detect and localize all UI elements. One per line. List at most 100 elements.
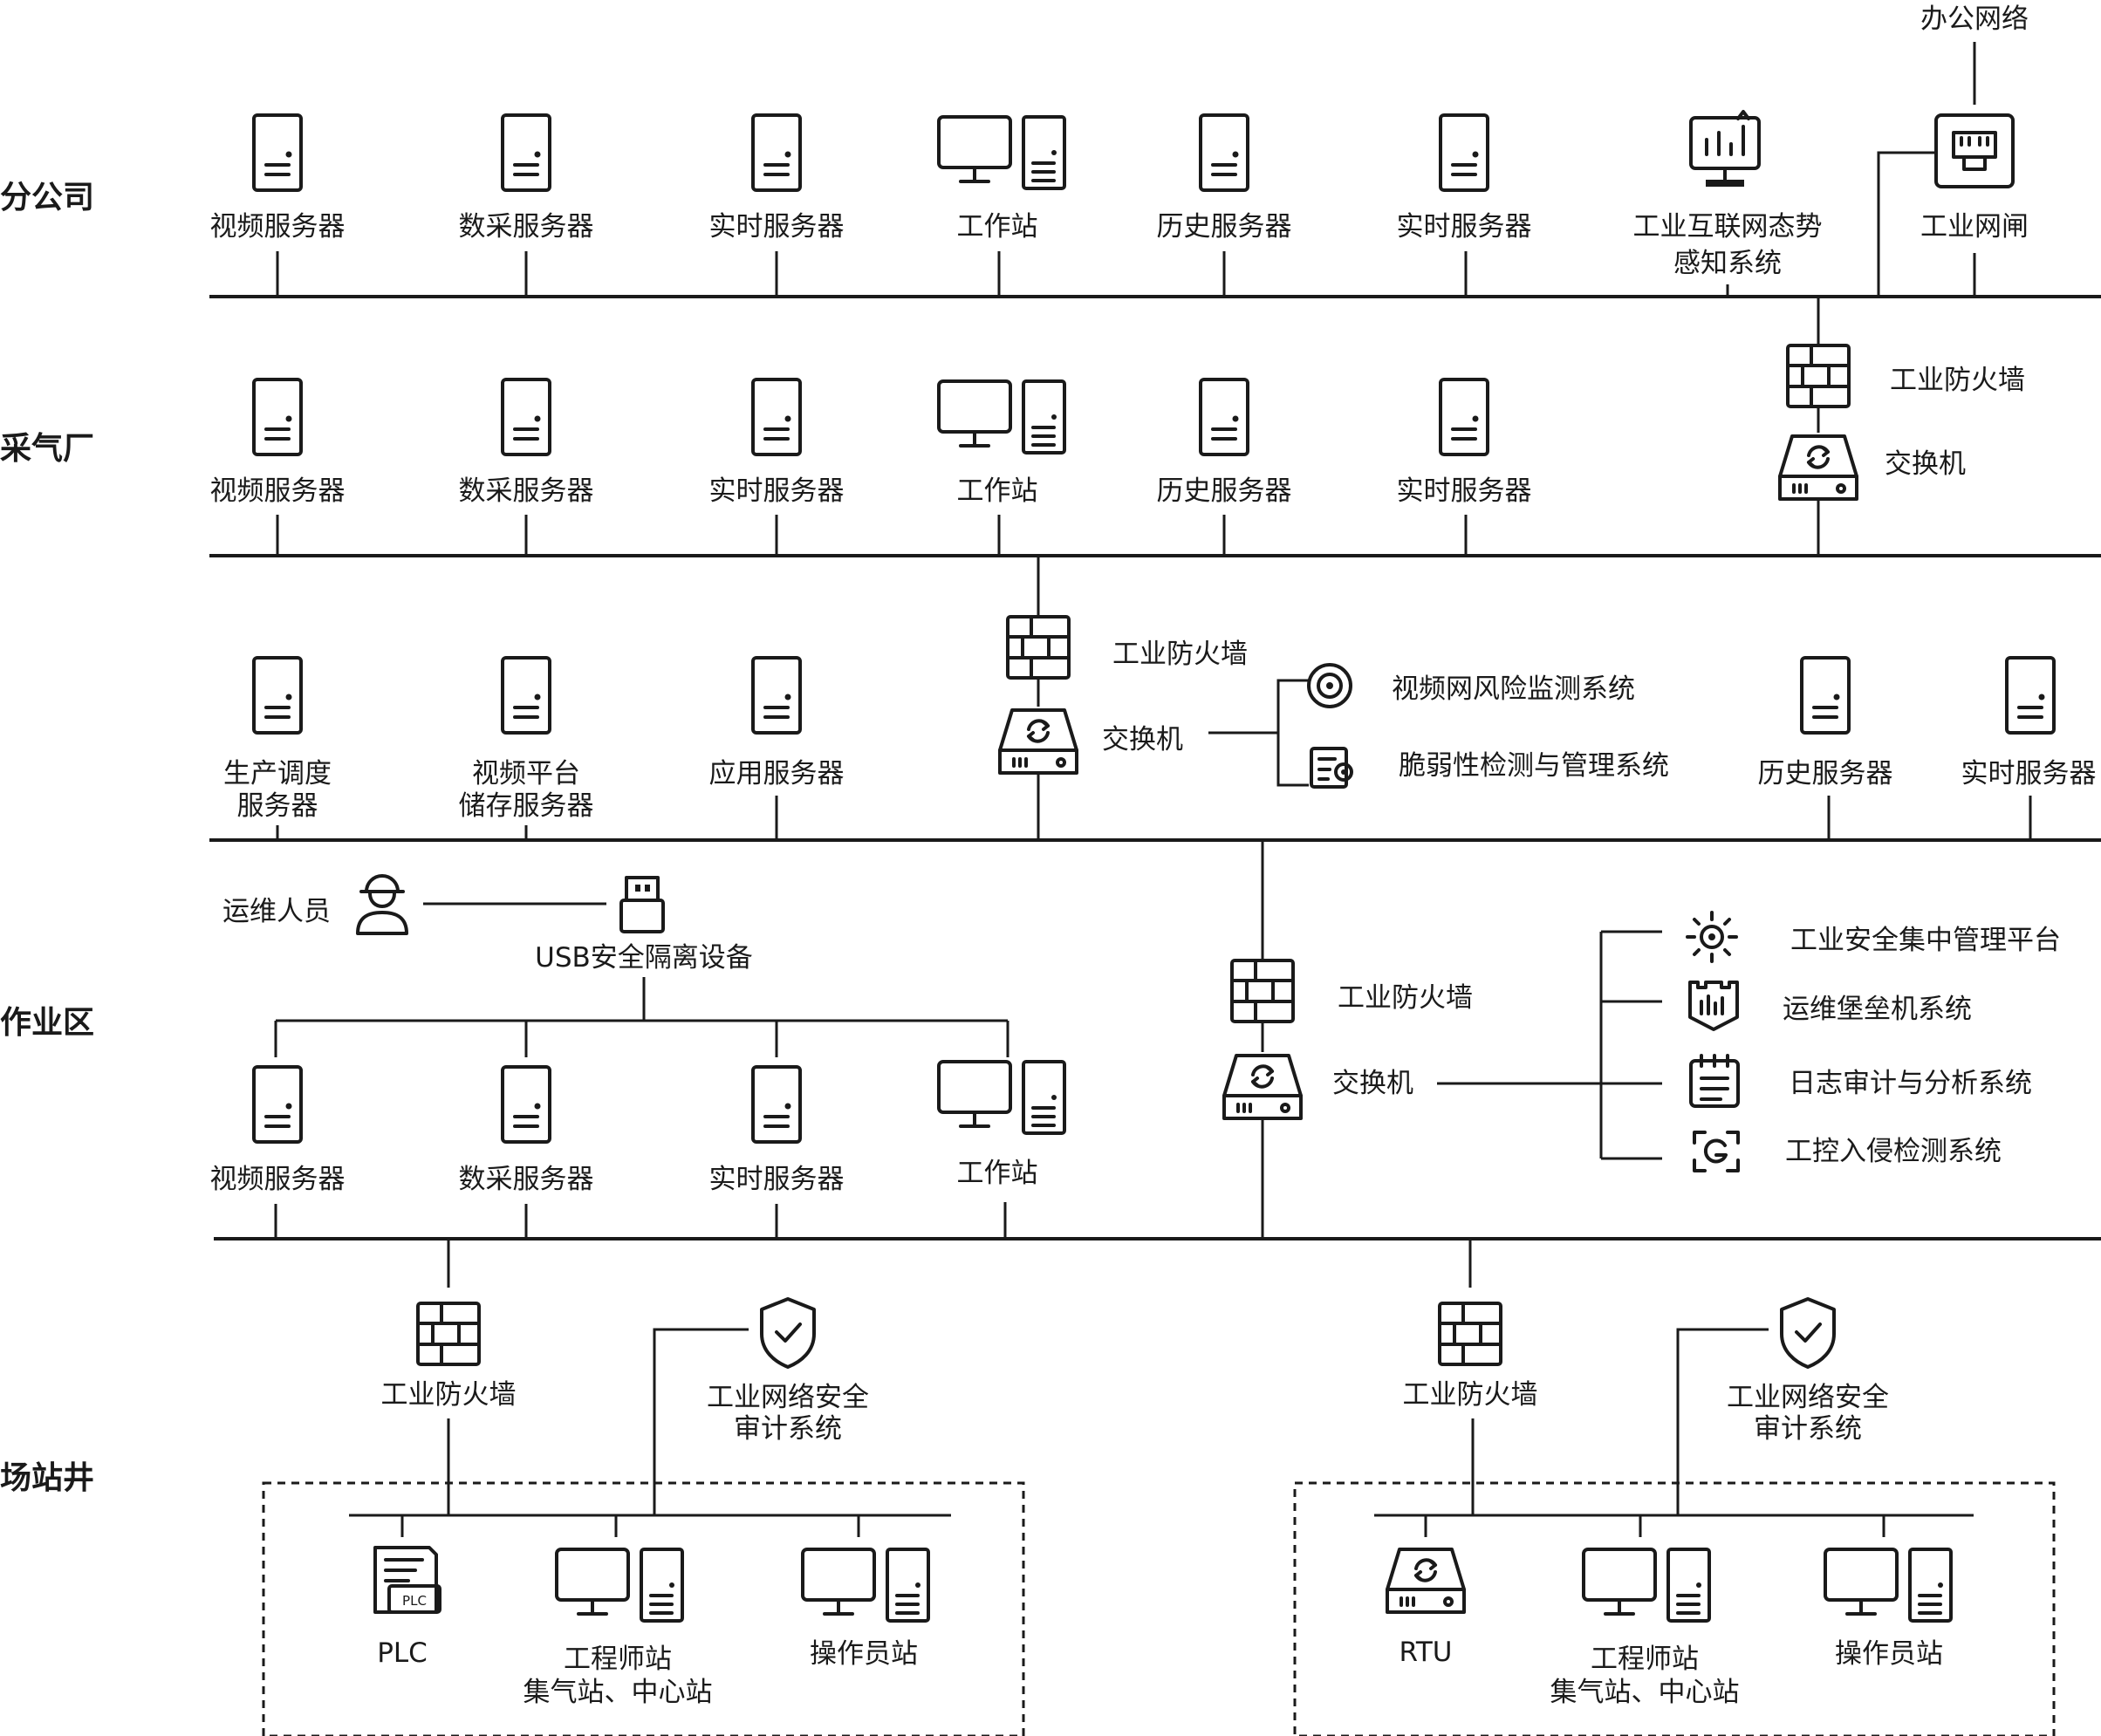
usb-isolation-device: USB安全隔离设备 <box>276 876 1008 1022</box>
zone-plant: 采气厂 <box>0 431 94 467</box>
server-icon <box>1439 378 1489 456</box>
realtime-server: 实时服务器 <box>709 113 845 297</box>
label: 交换机 <box>1885 448 1966 480</box>
label: 工程师站 <box>564 1644 672 1675</box>
label: 工业防火墙 <box>1338 982 1473 1014</box>
zone-branch: 分公司 <box>0 180 94 215</box>
server-icon <box>1800 656 1851 735</box>
zone-work: 作业区 <box>0 1005 94 1041</box>
label: 集气站、中心站 <box>1550 1677 1740 1708</box>
label: 视频网风险监测系统 <box>1392 673 1635 705</box>
data-server: 数采服务器 <box>459 1021 594 1239</box>
plc-icon: PLC <box>373 1546 441 1614</box>
shield-icon <box>760 1297 816 1369</box>
firewall-icon <box>1230 959 1295 1023</box>
switch-icon <box>998 708 1078 775</box>
server-icon <box>501 1065 551 1144</box>
video-storage-server: 视频平台 储存服务器 <box>459 656 594 840</box>
video-server: 视频服务器 <box>210 1021 346 1239</box>
server-icon <box>2005 656 2056 735</box>
site-left-group: 工业防火墙 工业网络安全 审计系统 PLC PLC 工程师站 集气站、中心站 <box>262 1239 1025 1736</box>
label: 历史服务器 <box>1157 211 1292 243</box>
label: 实时服务器 <box>1397 475 1532 507</box>
label: 实时服务器 <box>1397 211 1532 243</box>
firewall-icon <box>1006 615 1071 680</box>
engineer-station: 工程师站 集气站、中心站 <box>524 1548 713 1708</box>
label: 交换机 <box>1332 1068 1413 1099</box>
plc-icon-text: PLC <box>402 1593 427 1609</box>
label: 审计系统 <box>1754 1413 1862 1445</box>
video-server: 视频服务器 <box>210 113 346 297</box>
vulnerability-management-system: 脆弱性检测与管理系统 <box>1310 747 1669 789</box>
industrial-gateway: 办公网络 工业网闸 <box>1877 3 2029 297</box>
workstation-icon <box>937 1060 1066 1135</box>
server-icon <box>1199 378 1249 456</box>
history-server: 历史服务器 <box>1157 113 1292 297</box>
engineer-station: 工程师站 集气站、中心站 <box>1550 1548 1740 1708</box>
label: 工程师站 <box>1591 1644 1699 1675</box>
bracket <box>1276 679 1309 787</box>
label: 运维人员 <box>222 896 331 927</box>
data-server: 数采服务器 <box>459 378 594 556</box>
server-icon <box>501 378 551 456</box>
label: 工业防火墙 <box>1112 639 1248 670</box>
label: 交换机 <box>1102 724 1183 755</box>
server-icon <box>751 378 802 456</box>
link <box>1676 1328 1769 1515</box>
label: 历史服务器 <box>1157 475 1292 507</box>
firewall-icon <box>1438 1302 1502 1366</box>
label: RTU <box>1400 1637 1453 1668</box>
workstation-icon <box>555 1548 684 1623</box>
label: 数采服务器 <box>459 475 594 507</box>
label: 操作员站 <box>1835 1638 1943 1670</box>
rtu-icon <box>1386 1548 1466 1614</box>
shield-icon <box>1780 1297 1836 1369</box>
video-risk-monitoring-system: 视频网风险监测系统 <box>1307 663 1635 708</box>
link <box>653 1328 749 1515</box>
label: 视频服务器 <box>210 211 346 243</box>
server-icon <box>252 656 303 735</box>
label: 工控入侵检测系统 <box>1785 1136 2002 1167</box>
label: 工作站 <box>957 1158 1038 1189</box>
label: 工业安全集中管理平台 <box>1790 925 2061 956</box>
label: 历史服务器 <box>1758 758 1893 789</box>
usb-icon <box>619 876 665 933</box>
network-port-icon <box>1934 113 2015 188</box>
video-server: 视频服务器 <box>210 378 346 556</box>
history-server: 历史服务器 <box>1758 656 1893 840</box>
firewall-icon <box>416 1302 481 1366</box>
workstation-icon <box>1824 1548 1953 1623</box>
realtime-server: 实时服务器 <box>1397 113 1532 297</box>
label: 视频服务器 <box>210 475 346 507</box>
data-server: 数采服务器 <box>459 113 594 297</box>
realtime-server: 实时服务器 <box>1397 378 1532 556</box>
label: 储存服务器 <box>459 790 594 822</box>
label: 应用服务器 <box>709 758 845 789</box>
intrusion-detection-system: 工控入侵检测系统 <box>1693 1131 2002 1172</box>
label: 实时服务器 <box>709 211 845 243</box>
server-icon <box>252 113 303 192</box>
label: 工业网络安全 <box>707 1382 869 1413</box>
workstation-icon <box>937 115 1066 190</box>
log-audit-system: 日志审计与分析系统 <box>1689 1054 2032 1108</box>
log-document-icon <box>1689 1054 1740 1108</box>
history-server: 历史服务器 <box>1157 378 1292 556</box>
workstation: 工作站 <box>937 379 1066 556</box>
label: 操作员站 <box>810 1638 918 1670</box>
label: USB安全隔离设备 <box>535 942 753 974</box>
gear-icon <box>1686 911 1738 963</box>
workstation-icon <box>937 379 1066 455</box>
label: 视频服务器 <box>210 1164 346 1195</box>
scan-icon <box>1693 1131 1740 1172</box>
server-icon <box>501 656 551 735</box>
label: 实时服务器 <box>1961 758 2097 789</box>
production-scheduling-server: 生产调度 服务器 <box>223 656 332 840</box>
realtime-server: 实时服务器 <box>709 378 845 556</box>
target-icon <box>1307 663 1352 708</box>
server-icon <box>751 113 802 192</box>
application-server: 应用服务器 <box>709 656 845 840</box>
label-office-network: 办公网络 <box>1920 3 2029 35</box>
label: 工作站 <box>957 475 1038 507</box>
link <box>1877 151 1936 297</box>
